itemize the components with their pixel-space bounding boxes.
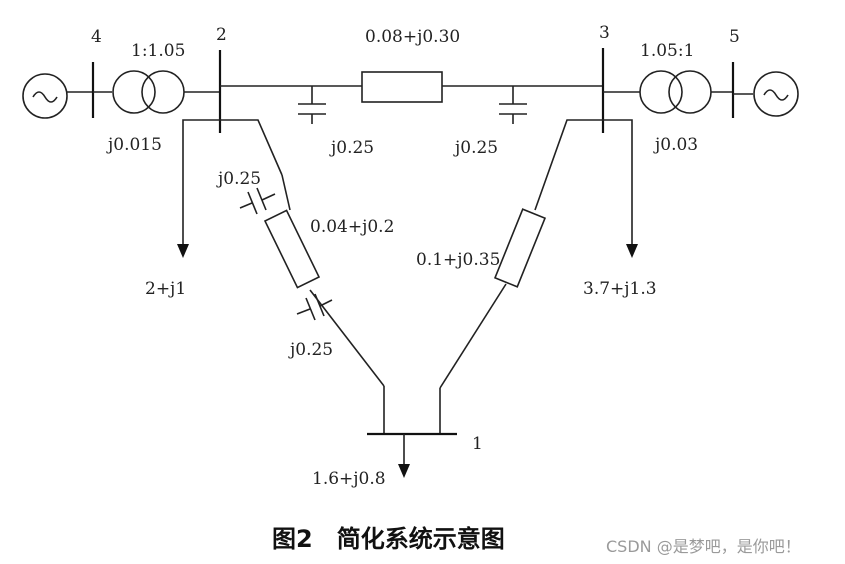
bus-3-label: 3	[599, 23, 610, 43]
t-right-reactance: j0.03	[653, 135, 698, 155]
figure-caption: 图2 简化系统示意图	[272, 525, 505, 553]
load-2-arrow	[177, 119, 220, 258]
line-12-shunt-bottom	[296, 293, 333, 321]
line-12-lower	[309, 289, 385, 387]
line-23-shunt-right	[499, 86, 527, 124]
watermark: CSDN @是梦吧，是你吧！	[606, 537, 801, 556]
line-12-mid-upper	[281, 174, 291, 211]
generator-right	[753, 71, 799, 117]
line-13-impedance	[493, 208, 547, 288]
bus-4-label: 4	[91, 27, 102, 47]
line-12-impedance-label: 0.04+j0.2	[310, 217, 394, 237]
load-3-label: 3.7+j1.3	[583, 279, 657, 299]
load-1-label: 1.6+j0.8	[312, 469, 386, 489]
line-12-shunt-top	[239, 187, 276, 215]
transformer-left	[112, 70, 185, 114]
generator-left	[22, 73, 68, 119]
t-left-ratio: 1:1.05	[131, 41, 185, 61]
line-13-impedance-label: 0.1+j0.35	[416, 250, 500, 270]
bus-2-label: 2	[216, 25, 227, 45]
load-2-label: 2+j1	[145, 279, 186, 299]
line-13-lower	[439, 283, 507, 389]
line-12-upper	[220, 119, 283, 176]
bus-5-label: 5	[729, 27, 740, 47]
transformer-right	[639, 70, 712, 114]
line-12-shunt-top-label: j0.25	[216, 169, 261, 189]
line-13-upper	[534, 119, 603, 211]
line-23-impedance-label: 0.08+j0.30	[365, 27, 460, 47]
t-right-ratio: 1.05:1	[640, 41, 694, 61]
line-23-shunt-left-label: j0.25	[329, 138, 374, 158]
bus-1-label: 1	[472, 434, 483, 454]
load-3-arrow	[603, 119, 638, 258]
line-12-shunt-bottom-label: j0.25	[288, 340, 333, 360]
line-23-shunt-left	[298, 86, 326, 124]
load-1-arrow	[398, 434, 410, 478]
line-23-impedance	[361, 71, 443, 103]
line-12-impedance	[263, 209, 321, 289]
line-23-shunt-right-label: j0.25	[453, 138, 498, 158]
t-left-reactance: j0.015	[106, 135, 162, 155]
